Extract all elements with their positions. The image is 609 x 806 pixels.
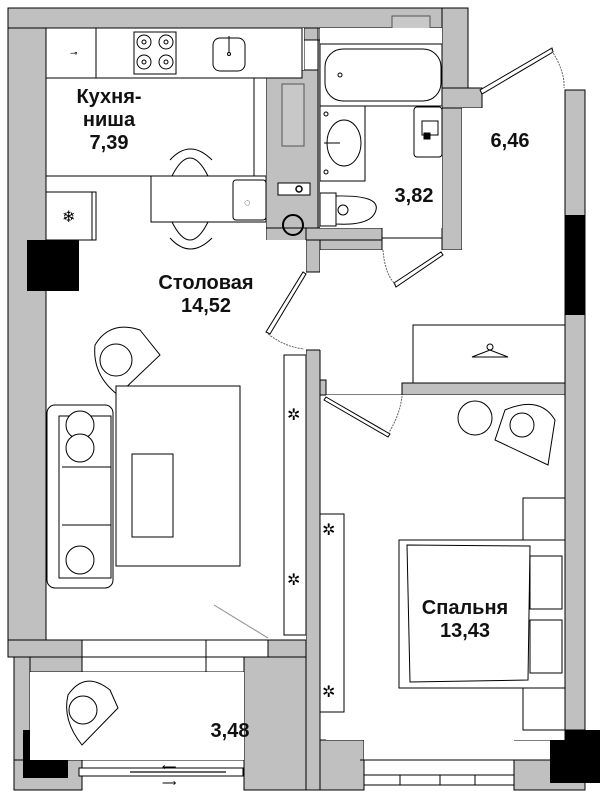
washing-machine-icon: [413, 106, 443, 158]
door-icon: [265, 47, 565, 438]
room-label-balcony: 3,48: [200, 720, 260, 743]
sink-icon: [212, 36, 246, 72]
slide-arrow-icon: ⟵: [162, 762, 176, 773]
svg-text:✲: ✲: [287, 407, 300, 424]
bedroom-armchair-icon: [457, 400, 556, 466]
balcony-armchair-icon: [66, 680, 119, 746]
room-area: 3,48: [210, 720, 250, 742]
armchair-icon: [94, 326, 161, 396]
room-name: Столовая: [158, 272, 254, 294]
room-name: Кухня-: [76, 86, 142, 108]
bathtub-icon: [319, 43, 443, 107]
tv-cabinet: [283, 354, 345, 713]
room-area: 13,43: [439, 620, 491, 642]
room-area: 6,46: [490, 130, 530, 152]
room-area: 3,82: [394, 185, 434, 207]
shaft-icon: [282, 214, 304, 236]
room-label-bedroom: Спальня 13,43: [405, 597, 525, 643]
washbasin-icon: [319, 105, 366, 182]
room-name: Спальня: [421, 597, 509, 619]
wardrobe: [412, 324, 566, 384]
toilet-icon: [319, 192, 377, 227]
column: [565, 215, 585, 315]
room-area: 14,52: [180, 295, 232, 317]
nightstand: [522, 687, 566, 731]
sofa-icon: [46, 404, 114, 589]
coffee-table-icon: [131, 453, 174, 538]
hanger-icon: [471, 349, 509, 358]
nightstand: [522, 497, 566, 541]
room-label-hall: 6,46: [480, 130, 540, 153]
gas-stove-icon: [133, 31, 177, 75]
room-area: 7,39: [89, 132, 129, 154]
room-label-bathroom: 3,82: [384, 185, 444, 208]
fridge-snowflake-icon: ❄: [62, 209, 75, 226]
cooktop-icon: ◌: [244, 197, 251, 209]
svg-text:✲: ✲: [322, 684, 335, 701]
tap-icon: ⊸: [70, 48, 78, 58]
room-label-kitchen: Кухня- ниша 7,39: [54, 86, 164, 155]
duct: [281, 83, 305, 147]
slide-arrow-icon: ⟶: [162, 778, 176, 789]
bed-icon: [398, 539, 566, 689]
svg-text:✲: ✲: [287, 572, 300, 589]
room-label-dining: Столовая 14,52: [140, 272, 272, 318]
window-icon: [78, 759, 515, 786]
svg-text:✲: ✲: [322, 522, 335, 539]
room-name-line2: ниша: [82, 109, 136, 131]
door-swing: [213, 604, 269, 639]
dining-table: [150, 148, 267, 250]
